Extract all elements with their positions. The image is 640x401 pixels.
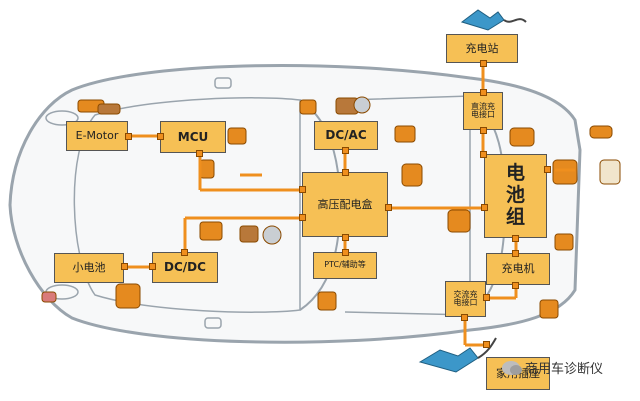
- port-mcu-left: [157, 133, 164, 140]
- component-battery-plug: [447, 209, 471, 233]
- e-motor-label: E-Motor: [75, 129, 119, 143]
- port-dcport-top: [480, 89, 487, 96]
- hv-distribution-label: 高压配电盒: [317, 197, 373, 211]
- connection-lines: [124, 62, 575, 347]
- port-dcdc-top: [181, 249, 188, 256]
- component-dcdc-connector: [199, 221, 223, 241]
- charging-guns: [418, 9, 527, 373]
- component-charger-right: [554, 233, 574, 251]
- component-ac-right: [539, 299, 559, 319]
- mcu-box: MCU: [160, 121, 226, 153]
- component-dcac-left: [299, 99, 317, 115]
- component-mcu-connector: [227, 127, 247, 145]
- dc-charging-gun: [460, 9, 505, 31]
- component-motor-plug: [97, 103, 121, 115]
- charger-box: 充电机: [486, 253, 550, 285]
- ptc-label: PTC/辅助等: [324, 260, 366, 270]
- battery-pack-label: 电池组: [505, 162, 525, 228]
- dc-ac-label: DC/AC: [325, 128, 367, 143]
- port-station-bottom: [480, 60, 487, 67]
- hood-panel: [73, 97, 301, 313]
- port-dcac-bottom: [342, 147, 349, 154]
- component-dcdc-cable: [239, 225, 259, 243]
- component-small-battery-plug: [115, 283, 141, 309]
- port-battery-left: [481, 204, 488, 211]
- charging-station-label: 充电站: [465, 41, 499, 55]
- component-dcac-gear: [353, 96, 371, 114]
- port-hvbox-top: [342, 169, 349, 176]
- component-battery-right: [552, 159, 578, 185]
- ac-gun-cable: [477, 337, 497, 359]
- component-front-right: [41, 291, 57, 303]
- watermark-text: 商用车诊断仪: [525, 362, 604, 377]
- component-far-right-cyl: [599, 159, 621, 185]
- port-smallbat-right: [121, 263, 128, 270]
- port-battery-top: [480, 151, 487, 158]
- cabin-roof: [344, 95, 471, 316]
- small-battery-label: 小电池: [72, 261, 106, 275]
- ac-charging-port-label: 交流充电接口: [453, 289, 478, 307]
- dc-dc-label: DC/DC: [164, 260, 206, 275]
- port-ptc-top: [342, 249, 349, 256]
- component-far-right-top: [589, 125, 613, 139]
- front-left-light: [45, 110, 79, 126]
- port-hvbox-left-top: [299, 186, 306, 193]
- watermark: 商用车诊断仪: [502, 358, 603, 377]
- dc-gun-cable: [503, 18, 527, 23]
- dc-charging-port-box: 直流充电接口: [463, 92, 503, 130]
- port-charger-bottom: [512, 282, 519, 289]
- ptc-box: PTC/辅助等: [313, 252, 377, 279]
- e-motor-box: E-Motor: [66, 121, 128, 151]
- port-homesocket-left: [483, 341, 490, 348]
- port-acport-right: [483, 294, 490, 301]
- component-battery-left: [401, 163, 423, 187]
- component-dcac-right: [394, 125, 416, 143]
- port-hvbox-left-bottom: [299, 214, 306, 221]
- component-dc-port-plug: [509, 127, 535, 147]
- component-motor-gear: [262, 225, 282, 245]
- mirror-left: [214, 77, 232, 89]
- dc-ac-box: DC/AC: [314, 121, 378, 150]
- port-hvbox-bottom: [342, 234, 349, 241]
- charger-label: 充电机: [501, 262, 535, 276]
- port-acport-bottom: [461, 314, 468, 321]
- port-battery-right: [544, 166, 551, 173]
- ac-charging-gun: [418, 347, 479, 373]
- dc-dc-box: DC/DC: [152, 252, 218, 283]
- battery-pack-box: 电池组: [484, 154, 547, 238]
- port-dcdc-left: [149, 263, 156, 270]
- port-charger-top: [512, 250, 519, 257]
- mcu-label: MCU: [177, 129, 209, 144]
- small-battery-box: 小电池: [54, 253, 124, 283]
- charging-station-box: 充电站: [446, 34, 518, 63]
- port-emotor-right: [125, 133, 132, 140]
- component-ptc-connector: [317, 291, 337, 311]
- port-hvbox-right: [385, 204, 392, 211]
- chat-bubble-icon: [502, 360, 522, 375]
- mirror-right: [204, 317, 222, 329]
- component-mcu-cable: [199, 159, 215, 179]
- port-battery-bottom: [512, 235, 519, 242]
- port-dcport-bottom: [480, 127, 487, 134]
- hv-distribution-box: 高压配电盒: [302, 172, 388, 237]
- ac-charging-port-box: 交流充电接口: [445, 281, 486, 317]
- port-mcu-bottom: [196, 150, 203, 157]
- dc-charging-port-label: 直流充电接口: [471, 101, 495, 119]
